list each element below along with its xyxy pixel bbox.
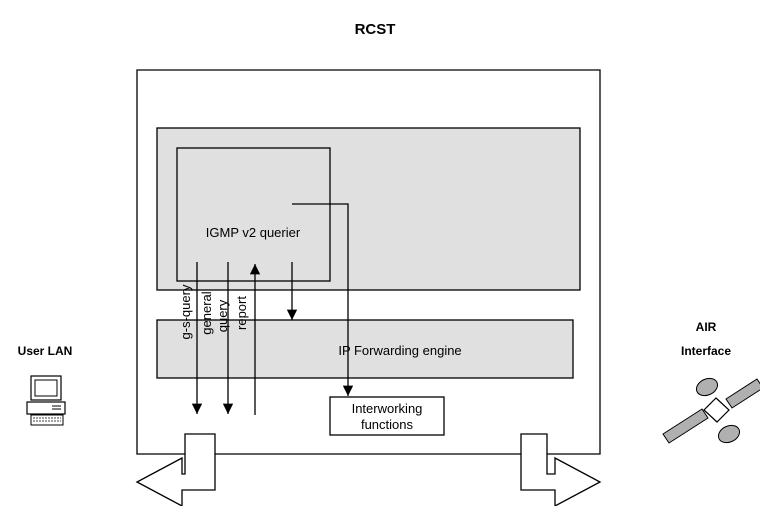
user-lan-label: User LAN xyxy=(18,344,73,358)
desktop-computer-icon xyxy=(26,375,66,426)
general-query-label-2: query xyxy=(215,299,230,332)
satellite-icon xyxy=(662,377,760,444)
interworking-functions-label-1: Interworking xyxy=(352,401,423,416)
ip-forwarding-engine-box xyxy=(156,319,574,379)
igmp-querier-label: IGMP v2 querier xyxy=(206,225,301,240)
interworking-functions-box xyxy=(329,396,445,436)
lan-interface-arrow xyxy=(135,433,216,506)
ip-forwarding-engine-label: IP Forwarding engine xyxy=(338,343,461,358)
general-query-label-1: general xyxy=(199,291,214,334)
igmp-querier-box xyxy=(176,147,331,282)
rcst-box xyxy=(136,69,601,455)
g-s-query-label: g-s-query xyxy=(178,284,193,339)
air-interface-arrow xyxy=(520,433,602,506)
querier-to-interworking-arrow xyxy=(292,203,354,396)
interworking-functions-label-2: functions xyxy=(361,417,414,432)
diagram-title: RCST xyxy=(355,21,396,38)
report-label: report xyxy=(234,296,249,330)
air-interface-label-2: Interface xyxy=(681,344,731,358)
air-interface-label-1: AIR xyxy=(696,320,717,334)
